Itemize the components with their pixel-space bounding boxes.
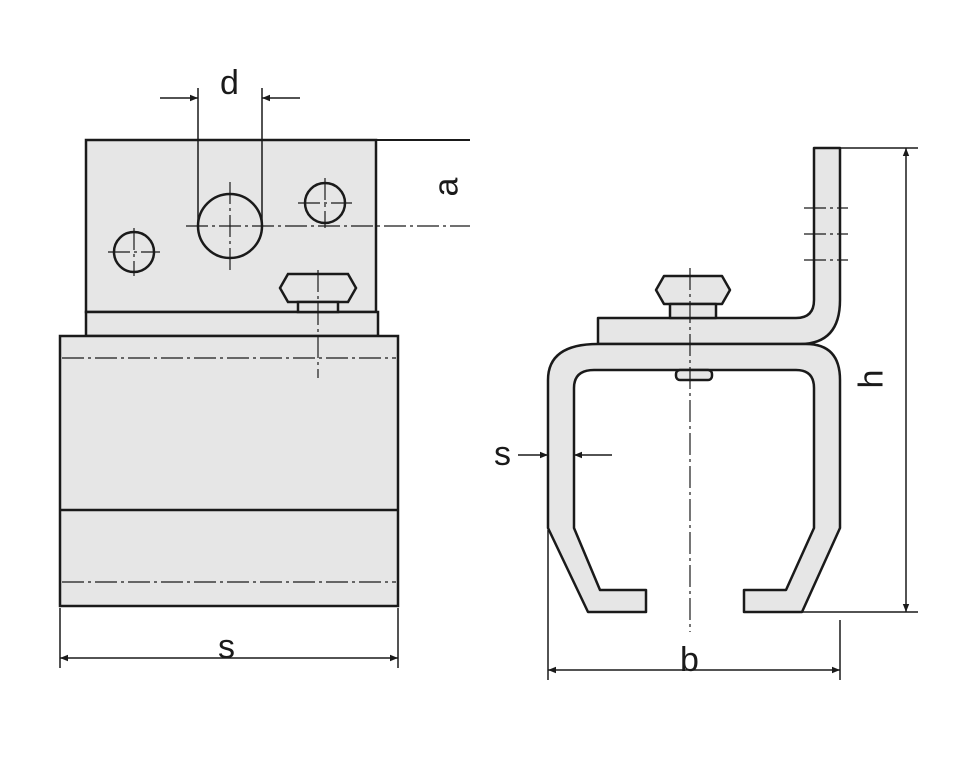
label-b: b	[680, 641, 699, 679]
side-bolt-nut	[674, 368, 714, 382]
dimension-s-front	[59, 608, 399, 668]
side-bolt-washer	[668, 302, 718, 320]
label-s-front: s	[218, 628, 235, 666]
label-h: h	[852, 369, 891, 389]
bracket-plate	[596, 146, 842, 346]
side-bolt-head	[654, 274, 732, 306]
label-a: a	[427, 177, 466, 197]
c-profile-rail	[546, 342, 842, 614]
side-view	[546, 146, 842, 614]
front-centerlines	[62, 178, 470, 583]
front-view	[58, 138, 470, 608]
label-s-side: s	[494, 435, 511, 473]
rail-body	[58, 334, 400, 608]
dimension-h	[802, 147, 918, 613]
side-centerlines	[689, 207, 848, 632]
dimension-b	[547, 530, 841, 680]
label-d: d	[220, 64, 239, 102]
flange-strip	[84, 310, 380, 338]
dimension-d	[160, 88, 300, 226]
